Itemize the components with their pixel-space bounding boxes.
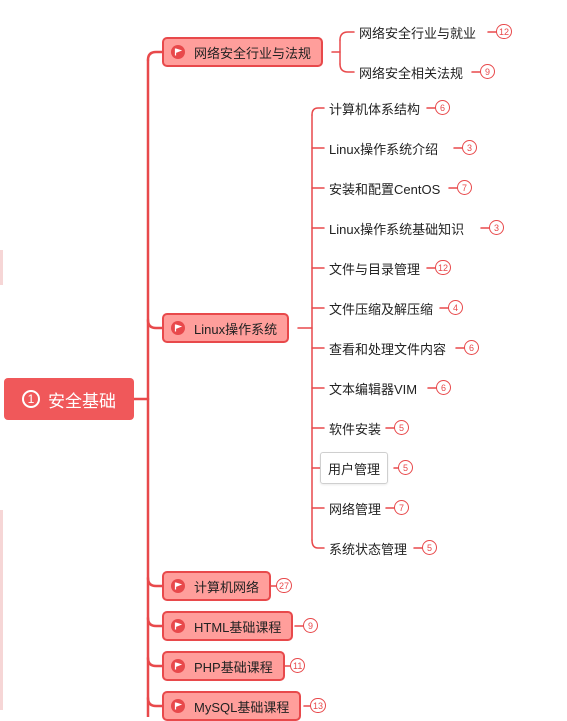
category-label: Linux操作系统	[194, 321, 278, 337]
category-html[interactable]: HTML基础课程	[162, 611, 294, 641]
category-label: PHP基础课程	[194, 659, 273, 675]
leaf-topic[interactable]: 计算机体系结构	[329, 101, 421, 117]
leaf-topic-selected[interactable]: 用户管理	[320, 452, 389, 484]
category-linux[interactable]: Linux操作系统	[162, 313, 290, 343]
leaf-topic[interactable]: 文本编辑器VIM	[329, 381, 418, 397]
flag-icon	[171, 659, 185, 673]
category-mysql[interactable]: MySQL基础课程	[162, 691, 302, 721]
count-badge[interactable]: 6	[436, 380, 451, 395]
category-label: MySQL基础课程	[194, 699, 290, 715]
root-number: 1	[22, 390, 40, 408]
count-badge[interactable]: 4	[448, 300, 463, 315]
leaf-topic[interactable]: Linux操作系统基础知识	[329, 221, 465, 237]
edge-mark	[0, 510, 3, 710]
root-label: 安全基础	[48, 391, 116, 411]
flag-icon	[171, 579, 185, 593]
count-badge[interactable]: 6	[435, 100, 450, 115]
leaf-topic[interactable]: 网络安全行业与就业	[359, 25, 477, 41]
count-badge[interactable]: 3	[462, 140, 477, 155]
count-badge[interactable]: 9	[480, 64, 495, 79]
count-badge[interactable]: 12	[496, 24, 513, 39]
root-node[interactable]: 1 安全基础	[4, 378, 134, 420]
count-badge[interactable]: 3	[489, 220, 504, 235]
category-industry[interactable]: 网络安全行业与法规	[162, 37, 324, 67]
leaf-topic[interactable]: 文件压缩及解压缩	[329, 301, 434, 317]
category-network[interactable]: 计算机网络	[162, 571, 272, 601]
count-badge[interactable]: 5	[398, 460, 413, 475]
flag-icon	[171, 619, 185, 633]
count-badge[interactable]: 6	[464, 340, 479, 355]
count-badge[interactable]: 9	[303, 618, 318, 633]
count-badge[interactable]: 7	[457, 180, 472, 195]
edge-mark	[0, 250, 3, 285]
count-badge[interactable]: 7	[394, 500, 409, 515]
flag-icon	[171, 321, 185, 335]
category-php[interactable]: PHP基础课程	[162, 651, 285, 681]
count-badge[interactable]: 13	[310, 698, 327, 713]
count-badge[interactable]: 12	[435, 260, 452, 275]
leaf-topic[interactable]: 网络管理	[329, 501, 382, 517]
leaf-topic[interactable]: 安装和配置CentOS	[329, 181, 441, 197]
leaf-topic[interactable]: 软件安装	[329, 421, 382, 437]
leaf-topic[interactable]: Linux操作系统介绍	[329, 141, 439, 157]
category-label: HTML基础课程	[194, 619, 282, 635]
count-badge[interactable]: 27	[276, 578, 293, 593]
leaf-topic[interactable]: 网络安全相关法规	[359, 65, 464, 81]
flag-icon	[171, 699, 185, 713]
flag-icon	[171, 45, 185, 59]
count-badge[interactable]: 5	[394, 420, 409, 435]
leaf-topic[interactable]: 查看和处理文件内容	[329, 341, 447, 357]
category-label: 计算机网络	[194, 579, 260, 595]
leaf-topic[interactable]: 文件与目录管理	[329, 261, 421, 277]
count-badge[interactable]: 11	[290, 658, 306, 673]
category-label: 网络安全行业与法规	[194, 45, 312, 61]
leaf-topic[interactable]: 系统状态管理	[329, 541, 408, 557]
count-badge[interactable]: 5	[422, 540, 437, 555]
